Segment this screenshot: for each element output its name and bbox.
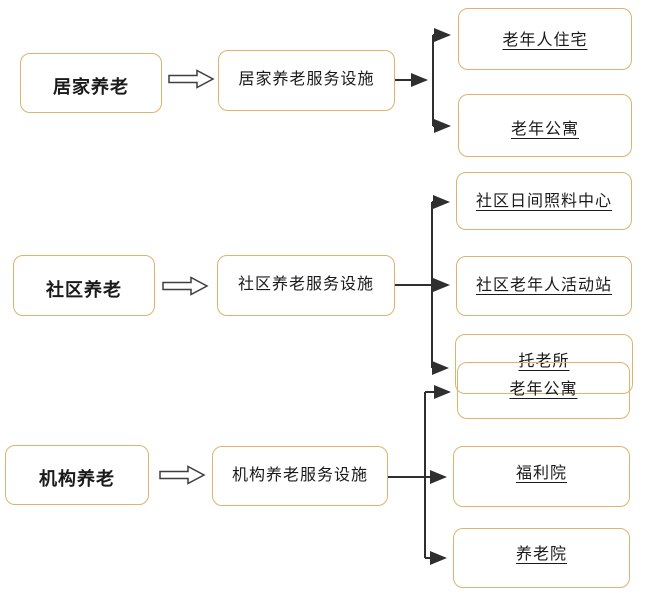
- node-label: 社区养老: [46, 279, 122, 300]
- node-label: 社区养老服务设施: [237, 276, 374, 293]
- node-label: 社区日间照料中心: [475, 193, 612, 210]
- node-welfare-institute: 福利院: [453, 446, 630, 507]
- node-community-care-facilities: 社区养老服务设施: [217, 255, 395, 316]
- block-arrow-icon: [162, 276, 209, 296]
- node-label: 老年公寓: [509, 381, 578, 398]
- node-home-care: 居家养老: [20, 53, 162, 113]
- node-label: 居家养老: [53, 77, 129, 97]
- node-home-care-facilities: 居家养老服务设施: [218, 50, 395, 111]
- node-community-care: 社区养老: [13, 255, 155, 316]
- block-arrow-icon: [168, 69, 215, 89]
- node-label: 机构养老: [39, 469, 115, 489]
- node-elderly-apartment-institution: 老年公寓: [457, 362, 630, 419]
- node-label: 居家养老服务设施: [238, 71, 375, 88]
- node-label: 老年人住宅: [502, 32, 588, 49]
- node-label: 社区老年人活动站: [475, 277, 612, 294]
- block-arrow-icon: [159, 465, 206, 485]
- node-label: 机构养老服务设施: [231, 467, 368, 484]
- node-label: 福利院: [515, 465, 567, 482]
- node-elderly-day-care-home: 托老所: [455, 334, 633, 394]
- node-label: 养老院: [515, 546, 567, 563]
- node-nursing-home: 养老院: [453, 528, 630, 588]
- node-institutional-care: 机构养老: [5, 445, 149, 505]
- node-label: 老年公寓: [510, 121, 579, 138]
- node-day-care-center: 社区日间照料中心: [456, 172, 632, 230]
- node-elderly-activity-station: 社区老年人活动站: [456, 256, 632, 316]
- node-institutional-care-facilities: 机构养老服务设施: [212, 446, 388, 506]
- node-elderly-housing: 老年人住宅: [458, 8, 632, 70]
- node-label: 托老所: [518, 353, 570, 370]
- node-elderly-apartment-home: 老年公寓: [458, 94, 632, 157]
